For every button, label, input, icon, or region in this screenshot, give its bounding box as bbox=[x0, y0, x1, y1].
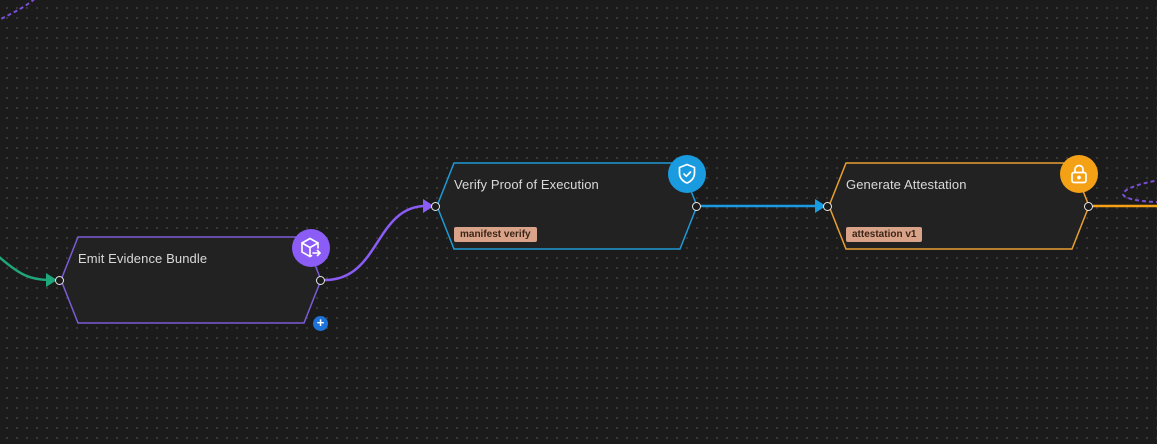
node-title: Emit Evidence Bundle bbox=[78, 251, 208, 266]
edge-dashed-right-loop bbox=[1122, 179, 1157, 203]
node-verify-input-handle[interactable] bbox=[431, 202, 440, 211]
node-emit-output-handle[interactable] bbox=[316, 276, 325, 285]
node-tag: attestation v1 bbox=[846, 227, 923, 242]
arrowhead-attestation bbox=[815, 199, 826, 213]
arrowhead-emit bbox=[46, 273, 57, 287]
add-node-button[interactable]: + bbox=[313, 316, 328, 331]
shield-check-icon bbox=[668, 155, 706, 193]
node-verify-output-handle[interactable] bbox=[692, 202, 701, 211]
arrowhead-verify bbox=[423, 199, 434, 213]
edge-incoming-to-emit bbox=[0, 256, 51, 282]
node-attestation-output-handle[interactable] bbox=[1084, 202, 1093, 211]
lock-icon bbox=[1060, 155, 1098, 193]
node-emit-evidence-bundle[interactable]: Emit Evidence Bundle bbox=[60, 229, 330, 324]
edge-emit-to-verify bbox=[324, 204, 427, 282]
node-emit-input-handle[interactable] bbox=[55, 276, 64, 285]
node-generate-attestation[interactable]: Generate Attestation attestation v1 bbox=[828, 155, 1098, 250]
package-export-icon bbox=[292, 229, 330, 267]
node-tag: manifest verify bbox=[454, 227, 537, 242]
node-verify-proof-of-execution[interactable]: Verify Proof of Execution manifest verif… bbox=[436, 155, 706, 250]
node-attestation-input-handle[interactable] bbox=[823, 202, 832, 211]
edge-dashed-top-left bbox=[0, 0, 35, 21]
node-title: Generate Attestation bbox=[846, 177, 967, 192]
node-title: Verify Proof of Execution bbox=[454, 177, 599, 192]
